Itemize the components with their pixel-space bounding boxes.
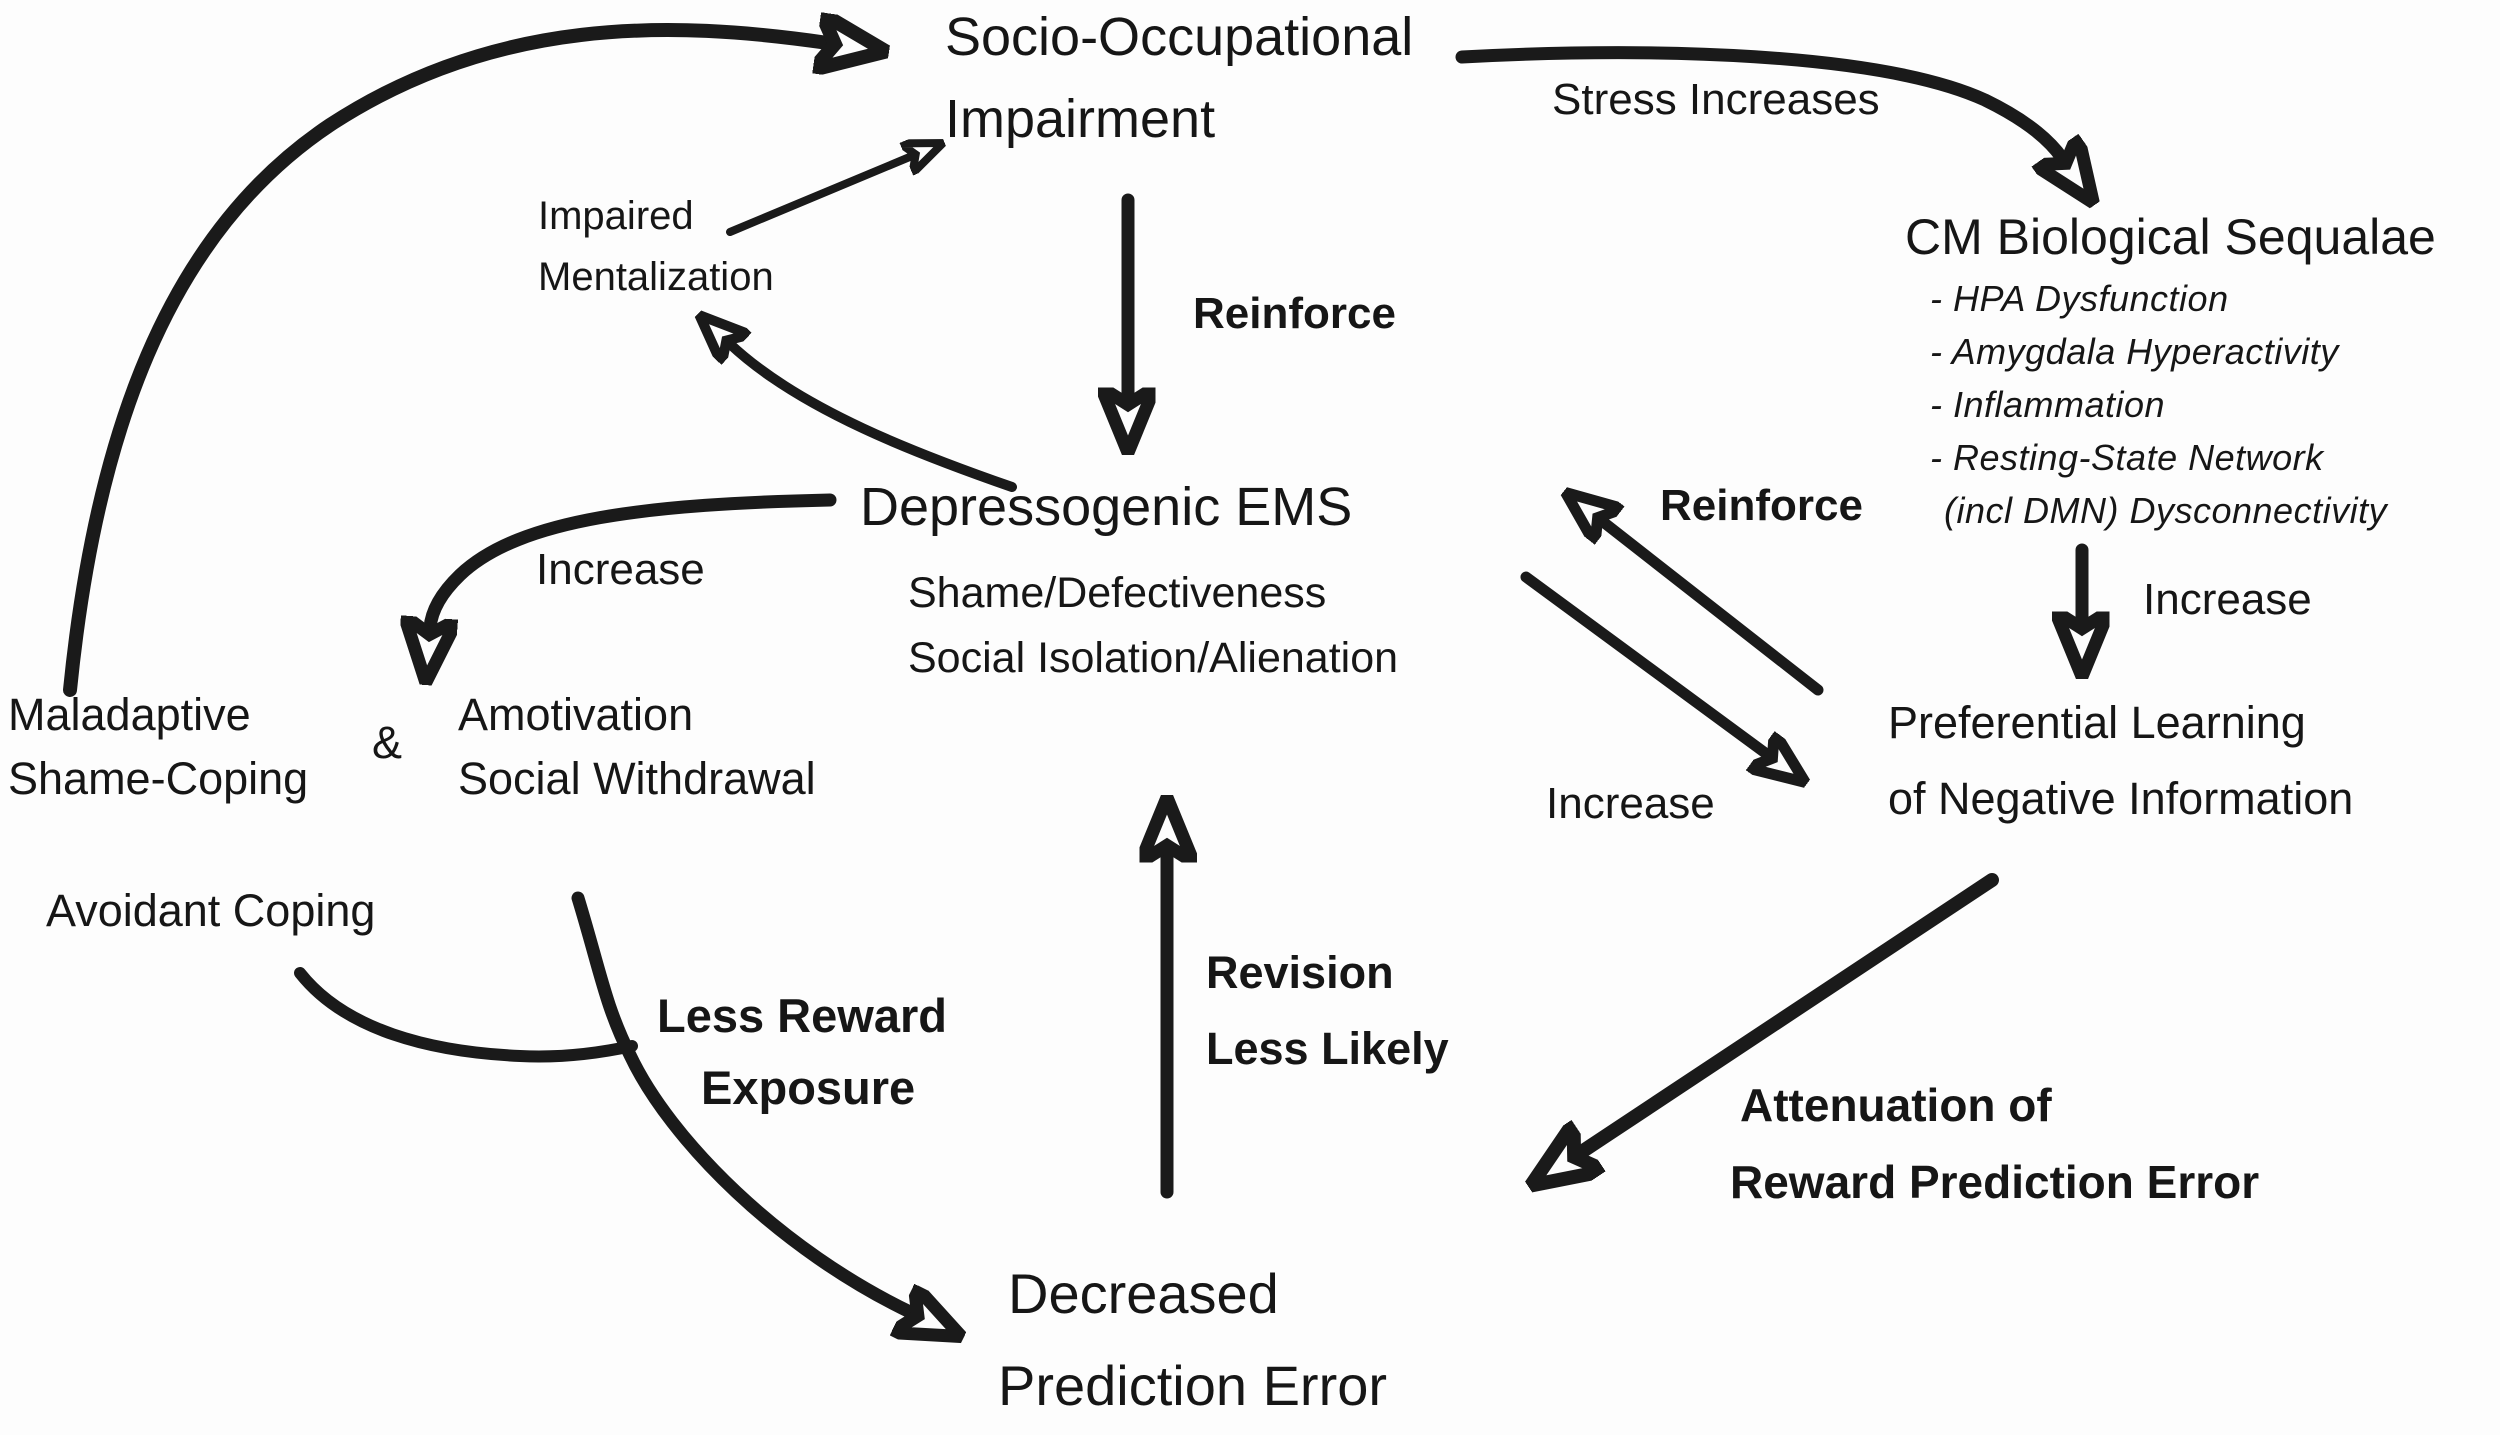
- node-socio-line2: Impairment: [945, 89, 1216, 149]
- node-amotivation-social-withdrawal: Amotivation Social Withdrawal: [458, 692, 816, 801]
- edge-label-increase-right: Increase: [2143, 575, 2312, 624]
- preferential-line2: of Negative Information: [1888, 773, 2354, 824]
- node-socio-occupational-impairment: Socio-Occupational Impairment: [945, 10, 1413, 146]
- arrow-socio-to-cm-stress: [1455, 46, 2062, 158]
- cm-item-resting-state: - Resting-State Network: [1930, 437, 2324, 478]
- arrow-withdrawal-to-decreased: [571, 891, 912, 1313]
- label-ampersand: &: [372, 717, 403, 768]
- node-socio-line1: Socio-Occupational: [945, 7, 1414, 67]
- impaired-line1: Impaired: [538, 194, 694, 238]
- impaired-line2: Mentalization: [538, 255, 774, 299]
- less-reward-line2: Exposure: [701, 1061, 916, 1114]
- node-depressogenic-ems-title: Depressogenic EMS: [860, 477, 1353, 537]
- edge-label-less-reward-exposure: Less Reward Exposure: [657, 992, 947, 1111]
- edge-label-increase-left: Increase: [536, 545, 705, 594]
- node-preferential-learning: Preferential Learning of Negative Inform…: [1888, 700, 2353, 821]
- attenuation-line1: Attenuation of: [1740, 1079, 2052, 1131]
- arrow-shamecoping-to-socio: [63, 30, 828, 697]
- cm-item-amygdala: - Amygdala Hyperactivity: [1930, 331, 2339, 372]
- edge-label-increase-mid: Increase: [1546, 779, 1715, 828]
- node-cm-biological-sequalae-title: CM Biological Sequalae: [1905, 209, 2436, 265]
- node-maladaptive-shame-coping: Maladaptive Shame-Coping: [8, 692, 308, 801]
- revision-line2: Less Likely: [1206, 1023, 1449, 1074]
- arrow-ems-to-preferential-increase: [1520, 571, 1768, 755]
- arrow-preferential-to-attenuation: [1580, 873, 1999, 1153]
- cm-item-inflammation: - Inflammation: [1930, 384, 2166, 425]
- edge-label-stress-increases: Stress Increases: [1552, 75, 1880, 124]
- amotivation-line1: Amotivation: [458, 689, 694, 740]
- decreased-line1: Decreased: [1008, 1262, 1279, 1325]
- arrow-mentalization-to-socio: [726, 156, 912, 236]
- attenuation-line2: Reward Prediction Error: [1730, 1156, 2260, 1208]
- revision-line1: Revision: [1206, 947, 1394, 998]
- less-reward-line1: Less Reward: [657, 989, 947, 1042]
- node-impaired-mentalization: Impaired Mentalization: [538, 196, 774, 297]
- edge-label-reinforce-right: Reinforce: [1660, 481, 1863, 530]
- line-avoidant-join: [294, 967, 638, 1063]
- decreased-line2: Prediction Error: [998, 1354, 1388, 1417]
- node-depressogenic-ems-sublabels: Shame/Defectiveness Social Isolation/Ali…: [908, 572, 1398, 680]
- node-decreased-prediction-error: Decreased Prediction Error: [998, 1262, 1387, 1414]
- arrow-ems-increase-to-amotivation: [430, 493, 837, 628]
- maladaptive-line2: Shame-Coping: [8, 753, 309, 804]
- edge-label-revision-less-likely: Revision Less Likely: [1206, 950, 1449, 1071]
- cm-item-hpa: - HPA Dysfunction: [1930, 278, 2229, 319]
- edge-label-attenuation-rpe: Attenuation of Reward Prediction Error: [1730, 1079, 2259, 1205]
- arrow-preferential-to-ems-reinforce: [1602, 521, 1824, 696]
- edge-label-reinforce-top: Reinforce: [1193, 289, 1396, 338]
- cm-sequalae-list: - HPA Dysfunction - Amygdala Hyperactivi…: [1930, 272, 2387, 537]
- maladaptive-line1: Maladaptive: [8, 689, 251, 740]
- preferential-line1: Preferential Learning: [1888, 697, 2306, 748]
- ems-sub-social-isolation: Social Isolation/Alienation: [908, 634, 1399, 682]
- amotivation-line2: Social Withdrawal: [458, 753, 816, 804]
- cm-item-dmn-dysconnectivity: (incl DMN) Dysconnectivity: [1944, 490, 2388, 531]
- arrow-ems-to-mentalization: [730, 344, 1017, 492]
- node-avoidant-coping: Avoidant Coping: [46, 885, 376, 936]
- ems-sub-shame-defectiveness: Shame/Defectiveness: [908, 569, 1327, 617]
